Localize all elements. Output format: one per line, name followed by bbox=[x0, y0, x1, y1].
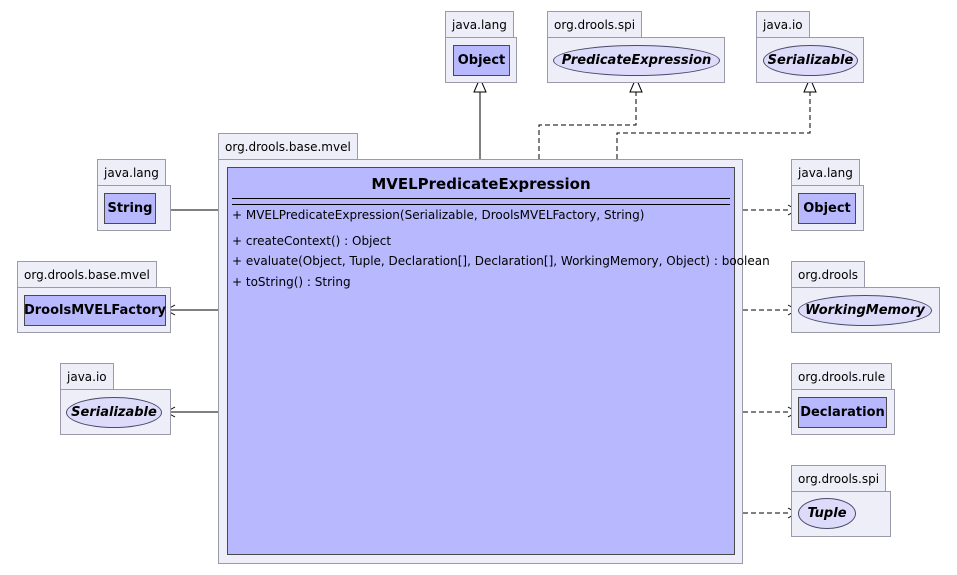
package-tab-org-drools-spi-top: org.drools.spi bbox=[547, 11, 643, 38]
method-create-context: + createContext() : Object bbox=[232, 234, 392, 248]
package-tab-java-lang-top: java.lang bbox=[445, 11, 514, 38]
attributes-separator bbox=[232, 198, 730, 199]
class-mvel-predicate-expression[interactable]: MVELPredicateExpression + MVELPredicateE… bbox=[227, 167, 770, 555]
package-tab-java-lang-right: java.lang bbox=[791, 159, 860, 186]
class-declaration[interactable]: Declaration bbox=[798, 397, 887, 428]
class-string[interactable]: String bbox=[104, 193, 156, 224]
method-evaluate: + evaluate(Object, Tuple, Declaration[],… bbox=[232, 254, 770, 268]
method-to-string: + toString() : String bbox=[232, 275, 351, 289]
class-name: MVELPredicateExpression bbox=[371, 175, 591, 193]
package-tab-org-drools-base-mvel-left: org.drools.base.mvel bbox=[17, 261, 157, 288]
interface-working-memory[interactable]: WorkingMemory bbox=[798, 295, 932, 326]
package-tab-org-drools-right: org.drools bbox=[791, 261, 866, 288]
package-tab-java-lang-left: java.lang bbox=[97, 159, 166, 186]
package-tab-org-drools-rule-right: org.drools.rule bbox=[791, 363, 893, 390]
interface-serializable-top[interactable]: Serializable bbox=[763, 45, 858, 76]
operations-separator bbox=[232, 204, 730, 205]
package-tab-org-drools-spi-right: org.drools.spi bbox=[791, 465, 887, 492]
class-drools-mvel-factory[interactable]: DroolsMVELFactory bbox=[24, 295, 166, 326]
package-tab-org-drools-base-mvel-main: org.drools.base.mvel bbox=[218, 133, 358, 160]
interface-tuple[interactable]: Tuple bbox=[798, 498, 856, 529]
constructor: + MVELPredicateExpression(Serializable, … bbox=[232, 208, 645, 222]
package-tab-java-io-left: java.io bbox=[60, 363, 114, 390]
class-object-right[interactable]: Object bbox=[798, 193, 856, 224]
package-tab-java-io-top: java.io bbox=[756, 11, 810, 38]
interface-predicate-expression[interactable]: PredicateExpression bbox=[553, 45, 720, 76]
class-object-top[interactable]: Object bbox=[453, 45, 510, 76]
interface-serializable-left[interactable]: Serializable bbox=[66, 397, 162, 428]
